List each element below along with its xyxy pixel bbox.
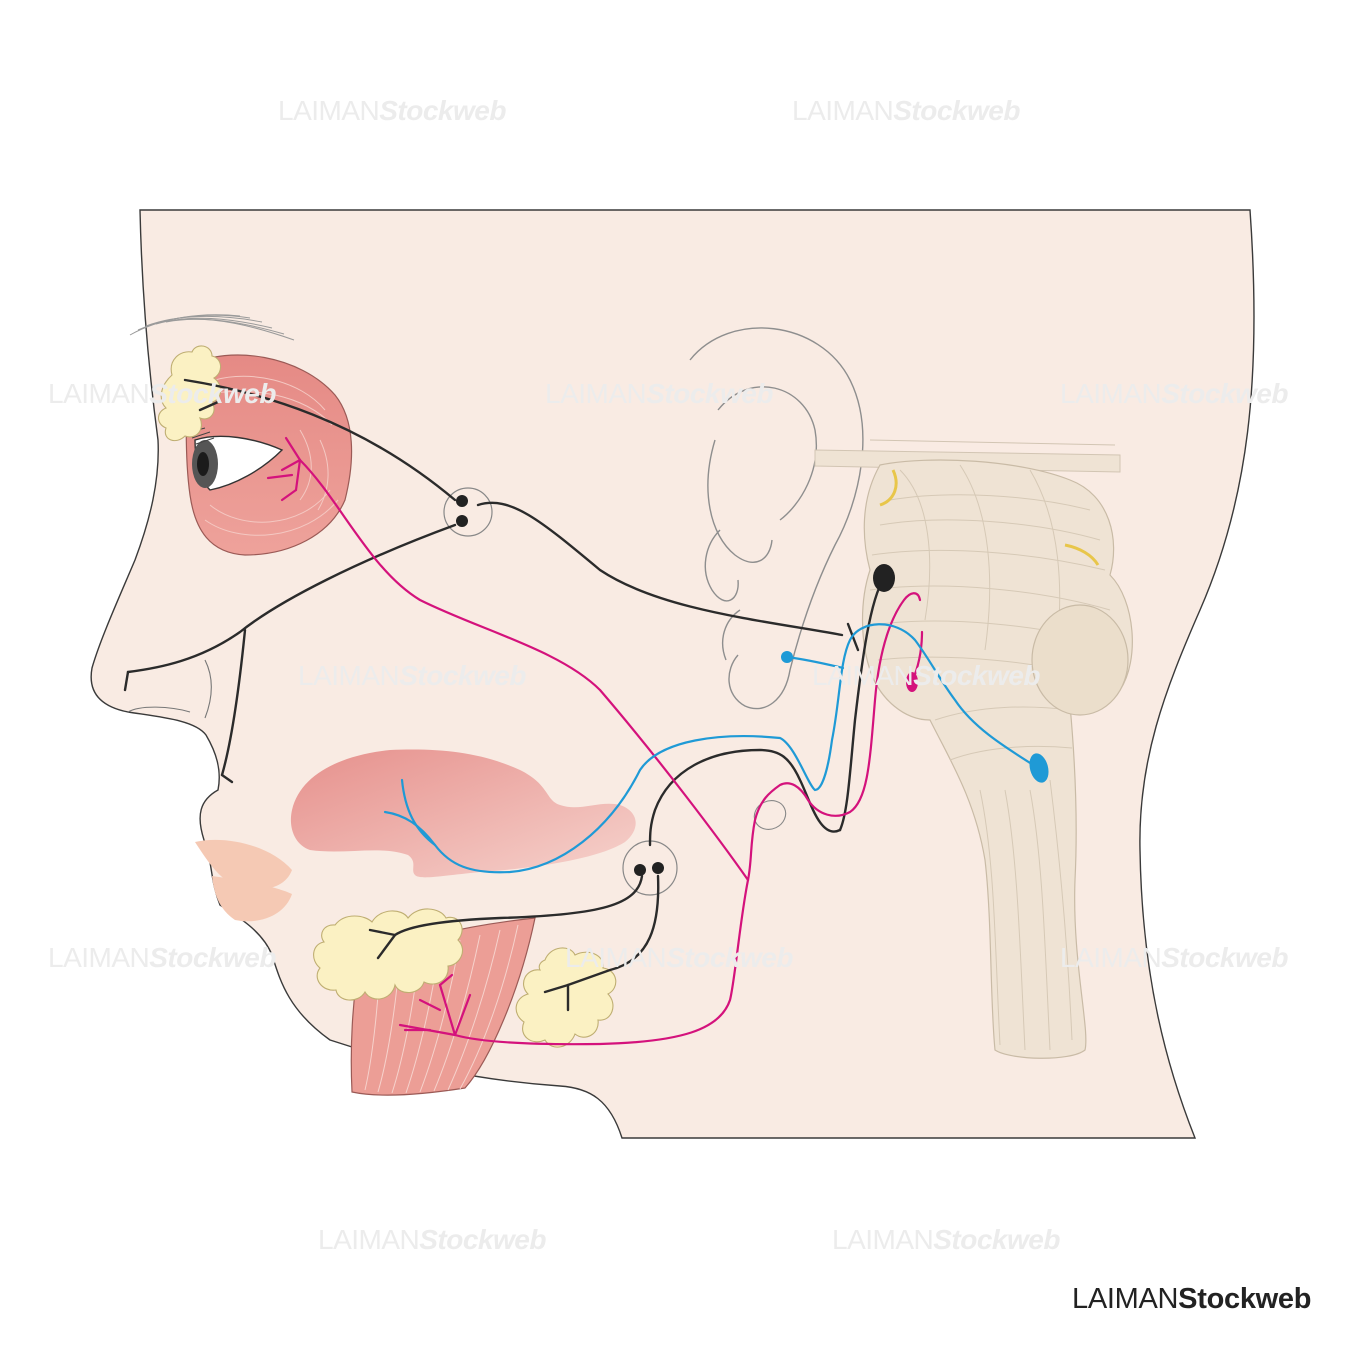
brand-part2: Stockweb — [1178, 1283, 1312, 1315]
submandibular-gland — [313, 908, 463, 1001]
brand-logo: LAIMANStockweb — [1072, 1283, 1311, 1316]
sublingual-gland — [515, 947, 617, 1048]
nose-detail — [127, 659, 212, 719]
pterygopalatine-ganglion — [443, 487, 493, 537]
lips — [195, 839, 292, 922]
blue-nucleus — [1029, 753, 1049, 783]
ear — [689, 327, 864, 710]
brand-part1: LAIMAN — [1072, 1283, 1179, 1315]
vessel-marks — [879, 469, 1100, 566]
black-nerves — [123, 378, 886, 1012]
magenta-nucleus — [906, 672, 918, 692]
eyebrow — [129, 314, 295, 341]
geniculate-ganglion — [873, 564, 895, 592]
tongue — [290, 749, 636, 878]
submandibular-ganglion — [622, 840, 678, 896]
lacrimal-gland — [157, 345, 222, 442]
cerebellum-lobe — [1031, 604, 1129, 716]
eye — [189, 427, 284, 491]
blue-terminal — [781, 651, 793, 663]
